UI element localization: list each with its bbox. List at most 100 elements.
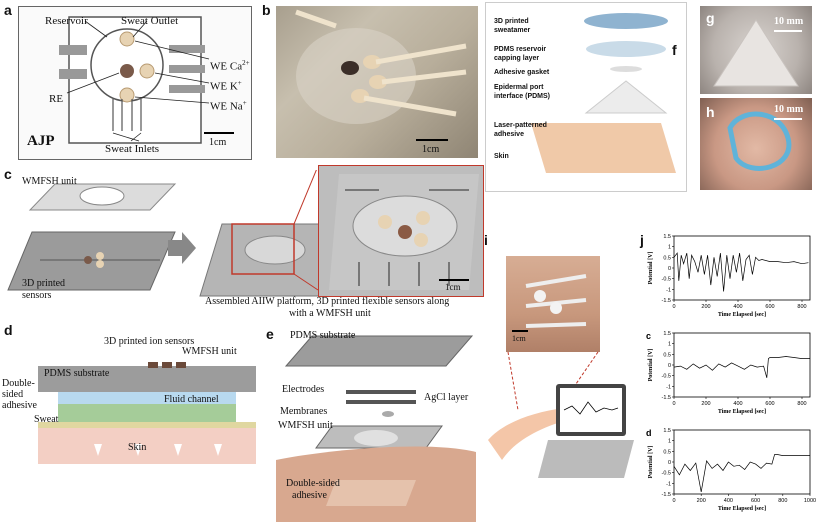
wmfsh-unit-label: WMFSH unit bbox=[22, 176, 77, 187]
plot-frame bbox=[673, 235, 811, 301]
leader-lines bbox=[66, 20, 210, 142]
x-tick-label: 800 bbox=[778, 498, 787, 504]
layer-label: Skin bbox=[494, 153, 509, 160]
zoom-inset: 1cm bbox=[318, 165, 484, 297]
panel-label-b: b bbox=[262, 2, 271, 18]
x-tick-label: 600 bbox=[765, 304, 774, 310]
cross-section bbox=[38, 336, 256, 464]
y-tick-label: 0.5 bbox=[663, 449, 671, 455]
reservoir-label: Reservoir bbox=[45, 15, 88, 27]
sweat-outlet-label: Sweat Outlet bbox=[121, 15, 179, 27]
y-axis-label: Potential [V] bbox=[648, 349, 654, 382]
sweatamer-photo: 10 mm bbox=[700, 6, 812, 94]
scale-label: 1cm bbox=[445, 282, 461, 292]
x-tick-label: 0 bbox=[672, 498, 675, 504]
panel-label-f: f bbox=[672, 42, 677, 58]
plot-frame bbox=[673, 429, 811, 495]
scale-label: 10 mm bbox=[774, 16, 804, 27]
arm-laptop-illustration bbox=[488, 351, 634, 478]
y-tick-label: 1.5 bbox=[663, 234, 671, 240]
contact-bar bbox=[59, 45, 87, 55]
y-tick-label: 0.5 bbox=[663, 255, 671, 261]
x-tick-label: 0 bbox=[672, 401, 675, 407]
y-tick-label: 0 bbox=[668, 266, 671, 272]
fluid-channel-label: Fluid channel bbox=[164, 394, 219, 405]
membranes-label: Membranes bbox=[280, 406, 328, 417]
assembled-caption: Assembled AIIW platform, 3D printed flex… bbox=[205, 296, 450, 319]
x-tick-label: 600 bbox=[765, 401, 774, 407]
ajp-schematic: Reservoir Sweat Outlet WE Ca2+ WE K+ WE … bbox=[18, 6, 252, 160]
wrist-photo: 1cm bbox=[506, 256, 600, 352]
x-tick-label: 200 bbox=[701, 304, 710, 310]
panel-label-g: g bbox=[706, 10, 715, 26]
we-ca-label: WE Ca2+ bbox=[210, 59, 250, 73]
we-k-electrode bbox=[139, 63, 155, 79]
contact-bar bbox=[169, 45, 205, 53]
ajp-label: AJP bbox=[27, 133, 55, 149]
we-ca-electrode bbox=[119, 31, 135, 47]
we-na-electrode bbox=[119, 87, 135, 103]
wmfsh-unit-label: WMFSH unit bbox=[278, 420, 333, 431]
we-na-label: WE Na+ bbox=[210, 99, 247, 113]
y-tick-label: 1 bbox=[668, 245, 671, 251]
x-tick-label: 400 bbox=[733, 304, 742, 310]
y-tick-label: 1.5 bbox=[663, 428, 671, 434]
photo-b-sketch bbox=[295, 9, 467, 141]
y-tick-label: -1.5 bbox=[662, 492, 671, 498]
y-axis-label: Potential [V] bbox=[648, 252, 654, 285]
y-tick-label: 1 bbox=[668, 342, 671, 348]
sweat-inlet-lines bbox=[112, 99, 142, 131]
electrodes-label: Electrodes bbox=[282, 384, 325, 395]
y-tick-label: -0.5 bbox=[662, 277, 671, 283]
x-axis-label: Time Elapsed [sec] bbox=[718, 506, 766, 512]
y-tick-label: -1 bbox=[666, 287, 671, 293]
y-tick-label: 1 bbox=[668, 439, 671, 445]
contact-bar bbox=[59, 69, 87, 79]
layer-label: Adhesive gasket bbox=[494, 69, 550, 76]
x-tick-label: 600 bbox=[751, 498, 760, 504]
on-skin-photo: 10 mm bbox=[700, 98, 812, 190]
device-photo: 1cm bbox=[276, 6, 478, 158]
series-line bbox=[673, 252, 809, 292]
sweat-label: Sweat bbox=[34, 414, 59, 425]
exploded-layers bbox=[276, 335, 476, 522]
x-tick-label: 400 bbox=[724, 498, 733, 504]
y-tick-label: 0 bbox=[668, 460, 671, 466]
scale-label: 10 mm bbox=[774, 104, 804, 115]
x-axis-label: Time Elapsed [sec] bbox=[718, 312, 766, 318]
cross-section-diagram bbox=[38, 362, 256, 464]
y-tick-label: 0.5 bbox=[663, 352, 671, 358]
panel-label-a: a bbox=[4, 2, 12, 18]
x-tick-label: 400 bbox=[733, 401, 742, 407]
panel-label-h: h bbox=[706, 104, 715, 120]
subpanel-label: c bbox=[646, 331, 651, 341]
agcl-label: AgCl layer bbox=[424, 392, 469, 403]
exploded-stack-diagram bbox=[531, 13, 676, 173]
x-tick-label: 200 bbox=[701, 401, 710, 407]
y-tick-label: -1 bbox=[666, 384, 671, 390]
scale-label: 1cm bbox=[209, 137, 227, 148]
pdms-label: PDMS substrate bbox=[44, 368, 110, 379]
x-axis-label: Time Elapsed [sec] bbox=[718, 409, 766, 415]
x-tick-label: 0 bbox=[672, 304, 675, 310]
y-tick-label: -0.5 bbox=[662, 471, 671, 477]
y-tick-label: -1.5 bbox=[662, 395, 671, 401]
subpanel-label: d bbox=[646, 428, 652, 438]
panel-label-d: d bbox=[4, 322, 13, 338]
y-tick-label: -1 bbox=[666, 481, 671, 487]
ajp-diagram bbox=[59, 16, 234, 144]
pdms-label: PDMS substrate bbox=[290, 330, 356, 341]
y-tick-label: 1.5 bbox=[663, 331, 671, 337]
assembly-diagram bbox=[7, 170, 346, 297]
y-tick-label: 0 bbox=[668, 363, 671, 369]
y-tick-label: -0.5 bbox=[662, 374, 671, 380]
x-tick-label: 800 bbox=[797, 401, 806, 407]
